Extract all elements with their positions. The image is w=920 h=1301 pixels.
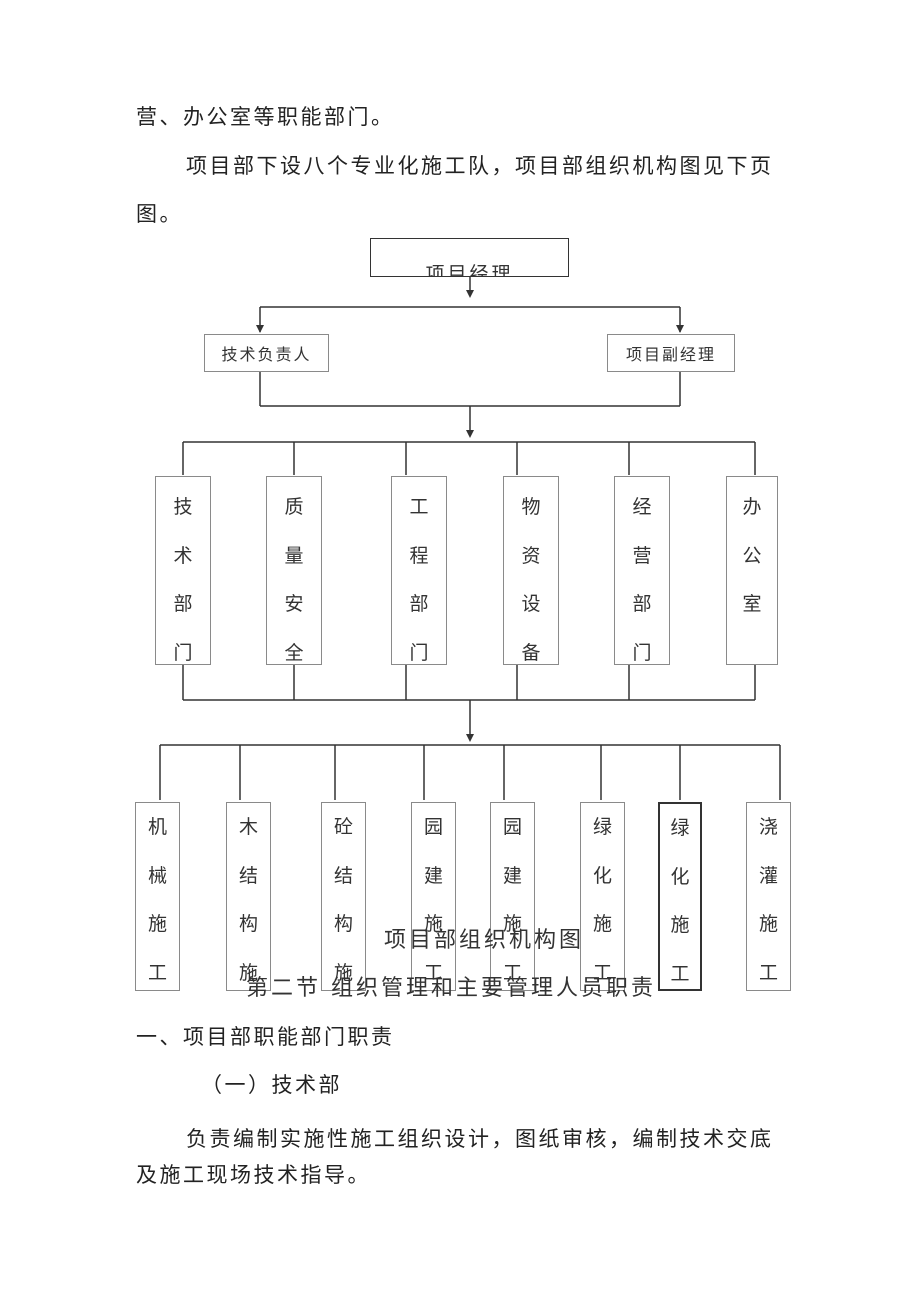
dept-char: 量 (284, 544, 304, 567)
team-char: 浇 (758, 816, 778, 838)
team-box-concrete: 砼 结 构 施 (321, 802, 366, 991)
team-char: 工 (147, 961, 167, 984)
paragraph-line-2: 项目部下设八个专业化施工队，项目部组织机构图见下页 (186, 154, 774, 178)
team-char: 化 (592, 864, 612, 887)
team-box-greening-1: 绿 化 施 工 (580, 802, 625, 991)
tech-lead-box: 技术负责人 (204, 334, 329, 372)
body-line-1: 负责编制实施性施工组织设计，图纸审核，编制技术交底 (186, 1127, 774, 1151)
team-char: 灌 (758, 864, 778, 887)
dept-char: 备 (521, 641, 541, 664)
team-char: 砼 (333, 816, 353, 838)
deputy-manager-box: 项目副经理 (607, 334, 735, 372)
team-char: 园 (423, 816, 443, 838)
paragraph-line-3: 图。 (136, 202, 183, 226)
dept-char: 部 (173, 593, 193, 615)
team-char: 械 (147, 864, 167, 887)
paragraph-line-1: 营、办公室等职能部门。 (136, 105, 395, 129)
team-char: 施 (423, 913, 443, 935)
dept-char: 全 (284, 641, 304, 664)
dept-box-office: 办 公 室 (726, 476, 778, 665)
subheading-1: （一）技术部 (201, 1073, 342, 1097)
dept-char: 设 (521, 593, 541, 615)
dept-char: 质 (284, 496, 304, 518)
dept-box-engineering: 工 程 部 门 (391, 476, 447, 665)
team-char: 绿 (670, 817, 690, 839)
team-box-landscape-1: 园 建 施 工 (411, 802, 456, 991)
team-box-timber: 木 结 构 施 (226, 802, 271, 991)
body-line-2: 及施工现场技术指导。 (136, 1163, 371, 1187)
team-char: 绿 (592, 816, 612, 838)
dept-char: 室 (742, 593, 762, 615)
team-char: 施 (238, 961, 258, 984)
team-char: 施 (502, 913, 522, 935)
team-char: 施 (592, 913, 612, 935)
team-char: 施 (758, 913, 778, 935)
dept-char: 办 (742, 496, 762, 518)
project-manager-label: 项目经理 (425, 263, 514, 277)
deputy-manager-label: 项目副经理 (625, 345, 716, 364)
team-char: 工 (423, 961, 443, 984)
team-char: 工 (670, 962, 690, 985)
team-char: 施 (147, 913, 167, 935)
team-char: 建 (423, 864, 443, 887)
heading-1: 一、项目部职能部门职责 (136, 1025, 395, 1049)
dept-box-materials: 物 资 设 备 (503, 476, 559, 665)
dept-char: 技 (173, 496, 193, 518)
project-manager-box: 项目经理 (370, 238, 569, 277)
team-char: 施 (333, 961, 353, 984)
org-chart-caption: 项目部组织机构图 (384, 928, 585, 953)
dept-char: 资 (521, 544, 541, 567)
dept-char: 安 (284, 593, 304, 615)
dept-char: 经 (632, 496, 652, 518)
team-char: 工 (758, 961, 778, 984)
dept-box-operations: 经 营 部 门 (614, 476, 670, 665)
dept-box-quality: 质 量 安 全 (266, 476, 322, 665)
team-box-landscape-2: 园 建 施 工 (490, 802, 535, 991)
team-char: 工 (592, 961, 612, 984)
team-char: 化 (670, 865, 690, 888)
team-char: 园 (502, 816, 522, 838)
dept-char: 营 (632, 544, 652, 567)
team-box-greening-2: 绿 化 施 工 (658, 802, 702, 991)
dept-char: 程 (409, 544, 429, 567)
dept-char: 部 (632, 593, 652, 615)
team-box-irrigation: 浇 灌 施 工 (746, 802, 791, 991)
team-char: 构 (238, 913, 258, 935)
dept-char: 门 (173, 641, 193, 664)
dept-char: 物 (521, 496, 541, 518)
team-box-machinery: 机 械 施 工 (135, 802, 180, 991)
dept-char: 部 (409, 593, 429, 615)
team-char: 施 (670, 914, 690, 936)
team-char: 机 (147, 816, 167, 838)
dept-char: 公 (742, 544, 762, 567)
dept-char: 门 (632, 641, 652, 664)
dept-char: 工 (409, 496, 429, 518)
team-char: 结 (238, 864, 258, 887)
dept-box-tech: 技 术 部 门 (155, 476, 211, 665)
team-char: 木 (238, 816, 258, 838)
team-char: 工 (502, 961, 522, 984)
team-char: 构 (333, 913, 353, 935)
tech-lead-label: 技术负责人 (221, 345, 312, 364)
team-char: 建 (502, 864, 522, 887)
dept-char: 术 (173, 544, 193, 567)
team-char: 结 (333, 864, 353, 887)
section-title: 第二节 组织管理和主要管理人员职责 (246, 976, 656, 1001)
dept-char: 门 (409, 641, 429, 664)
